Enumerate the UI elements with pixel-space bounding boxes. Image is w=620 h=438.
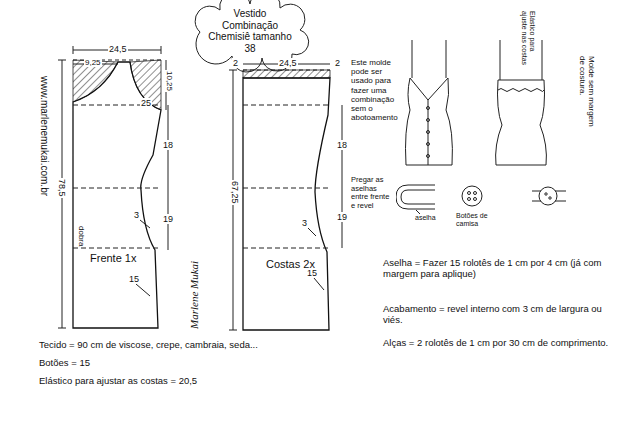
cut-away-hatch bbox=[243, 70, 330, 78]
button-hole bbox=[474, 198, 477, 201]
note-text: Acabamento = revel interno com 3 cm de l… bbox=[382, 304, 616, 326]
dimension-label: 3 bbox=[301, 218, 308, 228]
note-text: Botões de camisa bbox=[455, 212, 499, 228]
note-text: Este molde pode ser usado para fazer uma… bbox=[350, 58, 406, 122]
level-line bbox=[243, 188, 329, 189]
button bbox=[427, 143, 430, 146]
level-line bbox=[73, 248, 159, 249]
leader-line bbox=[314, 278, 324, 290]
neckline bbox=[410, 78, 448, 100]
dimension-label: aselha bbox=[414, 214, 437, 222]
level-line bbox=[243, 105, 329, 106]
dimension-label: 18 bbox=[336, 140, 348, 150]
note-text: Molde sem margem de costura. bbox=[578, 55, 596, 137]
dimension-tick bbox=[161, 46, 162, 54]
dimension-label: 19 bbox=[162, 214, 174, 224]
dimension-tick bbox=[229, 70, 237, 71]
piece-border bbox=[73, 62, 161, 328]
loop-outer bbox=[396, 185, 435, 209]
button bbox=[427, 131, 430, 134]
back-top bbox=[498, 80, 544, 81]
dimension-label: 10,25 bbox=[165, 70, 174, 92]
pattern-title: Vestido Combinação Chemisiê tamanho 38 bbox=[206, 8, 294, 54]
pattern-piece: Costas 2x bbox=[243, 70, 335, 332]
strap bbox=[500, 40, 501, 80]
dimension-label: www.marlenemukai.com.br bbox=[39, 75, 51, 197]
dimension-label: 24,5 bbox=[108, 44, 128, 54]
dimension-label: 67,25 bbox=[230, 180, 240, 205]
dimension-tick bbox=[58, 60, 66, 61]
piece-name: Frente 1x bbox=[89, 252, 137, 264]
note-text: Elástico para ajuste nas costas bbox=[520, 10, 536, 68]
note-text: Pregar as aselhas entre frente e revel bbox=[350, 176, 396, 211]
button bbox=[427, 155, 430, 158]
loop-inner bbox=[401, 190, 435, 204]
button-hole bbox=[468, 198, 471, 201]
dress-outline bbox=[496, 80, 547, 165]
dimension-tick bbox=[58, 328, 66, 329]
dimension-tick bbox=[229, 330, 237, 331]
dimension-label: 19 bbox=[336, 212, 348, 222]
dress-outline bbox=[406, 78, 453, 165]
dimension-label: 15 bbox=[128, 274, 140, 284]
button-hole bbox=[549, 197, 551, 199]
piece-border bbox=[243, 78, 330, 330]
level-line bbox=[243, 248, 329, 249]
button bbox=[427, 107, 430, 110]
cut-away-hatch bbox=[130, 60, 161, 110]
dimension-label: 3 bbox=[133, 210, 140, 220]
level-line bbox=[73, 188, 159, 189]
dimension-lines bbox=[58, 46, 342, 330]
dimension-label: 2 bbox=[232, 58, 239, 68]
dimension-label: dobra bbox=[77, 225, 86, 247]
strap bbox=[446, 40, 447, 78]
dimension-label: 78,5 bbox=[57, 178, 67, 198]
dimension-label: 24,5 bbox=[278, 58, 298, 68]
strap bbox=[412, 40, 413, 78]
dimension-label: 18 bbox=[162, 140, 174, 150]
note-text: Aselha = Fazer 15 rolotês de 1 cm por 4 … bbox=[382, 258, 616, 280]
note-text: Alças = 2 rolotês de 1 cm por 30 cm de c… bbox=[382, 338, 616, 349]
guide-line bbox=[243, 70, 330, 71]
dimension-label: 2 bbox=[334, 58, 341, 68]
dimension-label: Marlene Mukai bbox=[188, 260, 201, 330]
strap bbox=[542, 40, 543, 80]
buttoned-loop bbox=[539, 187, 557, 205]
dimension-label: 25 bbox=[140, 98, 152, 108]
note-text: Tecido = 90 cm de viscose, crepe, cambra… bbox=[38, 340, 340, 351]
shirt-button bbox=[462, 186, 482, 206]
button-hole bbox=[468, 192, 471, 195]
placket bbox=[428, 100, 429, 165]
button-hole bbox=[545, 193, 547, 195]
leader-line bbox=[136, 284, 150, 296]
button bbox=[427, 119, 430, 122]
piece-outline bbox=[243, 70, 335, 332]
leader-line bbox=[308, 228, 316, 236]
title-cloud bbox=[195, 0, 309, 72]
button-hole bbox=[474, 192, 477, 195]
elastic bbox=[498, 89, 544, 92]
front-sketch bbox=[406, 40, 453, 165]
note-text: Botões = 15 bbox=[38, 358, 340, 369]
loop-sketch bbox=[396, 185, 566, 214]
dimension-tick bbox=[73, 46, 74, 54]
dimension-label: 15 bbox=[306, 268, 318, 278]
dimension-label: 9,25 bbox=[84, 58, 102, 67]
note-text: Elástico para ajustar as costas = 20,5 bbox=[38, 376, 340, 387]
